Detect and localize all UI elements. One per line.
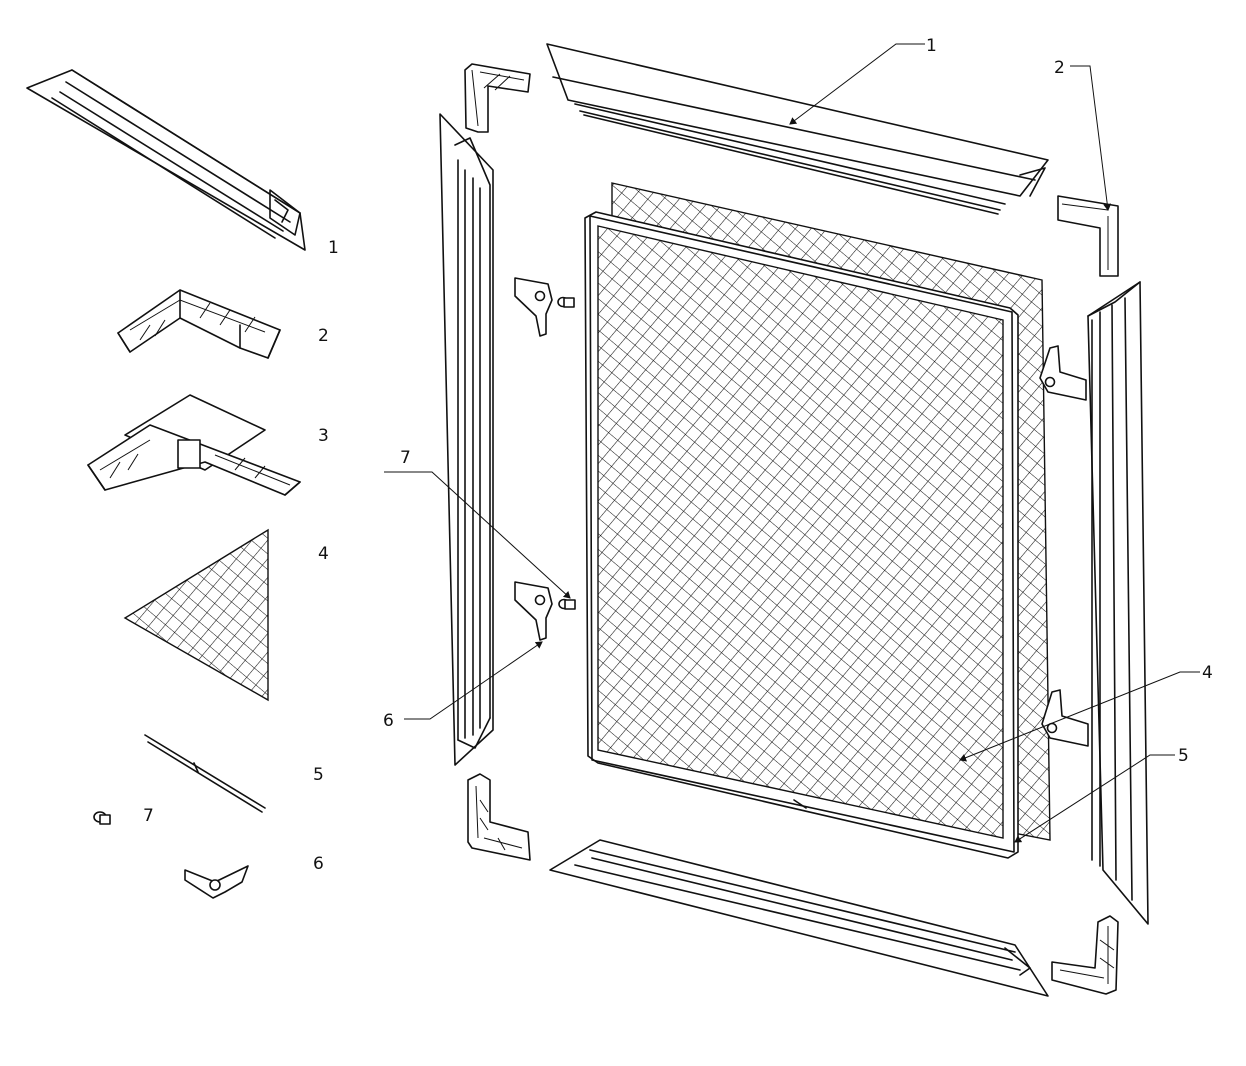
- callout-7: 7: [400, 448, 411, 468]
- leader-1: [789, 43, 925, 125]
- legend-label-1: 1: [328, 238, 339, 258]
- leader-2: [1070, 65, 1112, 211]
- callout-5: 5: [1178, 746, 1189, 766]
- legend-label-3: 3: [318, 426, 329, 446]
- framed-mesh: [597, 225, 1004, 839]
- legend-corner-pivot-part: [87, 394, 301, 496]
- screw-lower: [558, 598, 576, 610]
- leader-4: [959, 671, 1200, 762]
- legend-cord-part: [144, 734, 266, 813]
- legend-corner-part: [117, 289, 281, 359]
- corner-bottom-right: [1051, 915, 1119, 995]
- callout-1: 1: [926, 36, 937, 56]
- legend-screw-part: [93, 811, 111, 825]
- legend-profile-part: [26, 69, 306, 251]
- legend-mesh-swatch: [123, 528, 269, 702]
- callout-2: 2: [1054, 58, 1065, 78]
- legend-label-6: 6: [313, 854, 324, 874]
- callout-6: 6: [383, 711, 394, 731]
- right-profile: [1087, 281, 1149, 925]
- bottom-profile: [549, 839, 1049, 997]
- leader-7: [384, 471, 571, 599]
- leader-5: [1014, 754, 1175, 843]
- clip-upper-right: [1039, 345, 1087, 401]
- legend-label-5: 5: [313, 765, 324, 785]
- callout-4: 4: [1202, 663, 1213, 683]
- corner-bottom-left: [467, 773, 531, 861]
- left-profile: [439, 113, 494, 766]
- legend-clip-part: [184, 865, 249, 899]
- leader-6: [404, 641, 543, 720]
- mesh-frame: [584, 211, 1019, 859]
- corner-top-left: [464, 63, 531, 133]
- top-profile: [546, 43, 1049, 215]
- legend-label-2: 2: [318, 326, 329, 346]
- screw-upper: [557, 296, 575, 308]
- legend-label-4: 4: [318, 544, 329, 564]
- clip-upper-left: [514, 277, 553, 337]
- legend-label-7: 7: [143, 806, 154, 826]
- corner-top-right: [1057, 195, 1119, 277]
- clip-lower-left: [514, 581, 553, 641]
